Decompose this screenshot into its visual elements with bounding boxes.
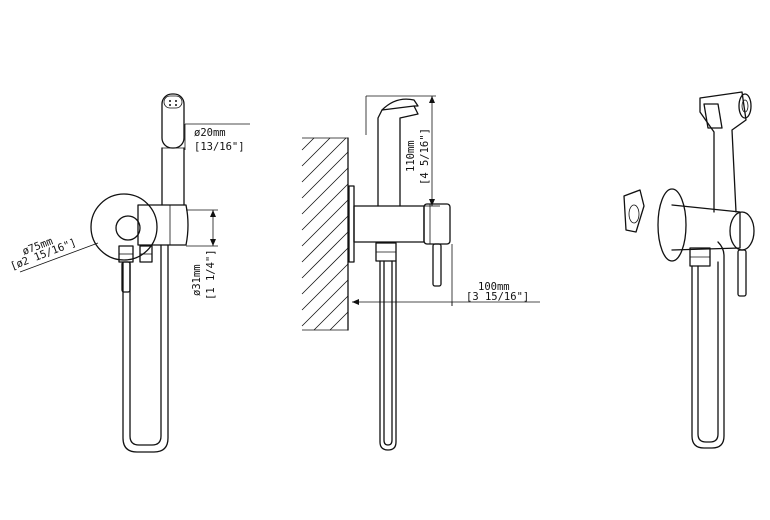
dim-projection-imperial: [3 15/16"] [466, 291, 529, 303]
holder-bracket-perspective [623, 189, 645, 233]
dim-sprayer-height-imperial: [4 5/16"] [419, 128, 431, 185]
hose [122, 244, 169, 453]
valve-body-side [353, 203, 451, 245]
hose-connector-perspective [689, 247, 711, 267]
dim-projection: 100mm [3 15/16"] [352, 244, 540, 306]
dim-valve-diameter-metric: ø31mm [191, 264, 203, 296]
wall-section [301, 137, 349, 331]
valve-lever-side [432, 243, 442, 287]
sprayer-side [377, 98, 419, 207]
hose-side [379, 260, 397, 451]
dim-sprayer-diameter-imperial: [13/16"] [194, 141, 245, 153]
wall-plate [90, 193, 158, 261]
side-view: 110mm [4 5/16"] 100mm [3 15/16"] [301, 95, 540, 451]
wall-plate-perspective [657, 188, 687, 262]
valve-lever-perspective [737, 249, 747, 297]
front-view: ø20mm [13/16"] ø75mm [ø2 15/16"] ø31mm [… [9, 93, 250, 453]
sprayer-holder [115, 204, 189, 246]
dim-projection-metric: 100mm [478, 281, 510, 293]
dim-sprayer-height-metric: 110mm [405, 140, 417, 172]
dim-plate-diameter: ø75mm [ø2 15/16"] [9, 235, 99, 273]
hose-perspective [691, 241, 725, 449]
valve-lever [121, 261, 131, 293]
dim-valve-diameter: ø31mm [1 1/4"] [186, 209, 218, 300]
dim-sprayer-diameter-metric: ø20mm [194, 127, 226, 139]
dim-sprayer-height: 110mm [4 5/16"] [365, 95, 440, 207]
wall-plate-side [348, 185, 355, 263]
dim-sprayer-diameter: ø20mm [13/16"] [184, 123, 250, 153]
sprayer-head [161, 93, 185, 206]
perspective-view [623, 91, 755, 449]
dim-valve-diameter-imperial: [1 1/4"] [205, 249, 217, 300]
sprayer-perspective [699, 91, 752, 213]
hose-connector-side [375, 242, 397, 262]
